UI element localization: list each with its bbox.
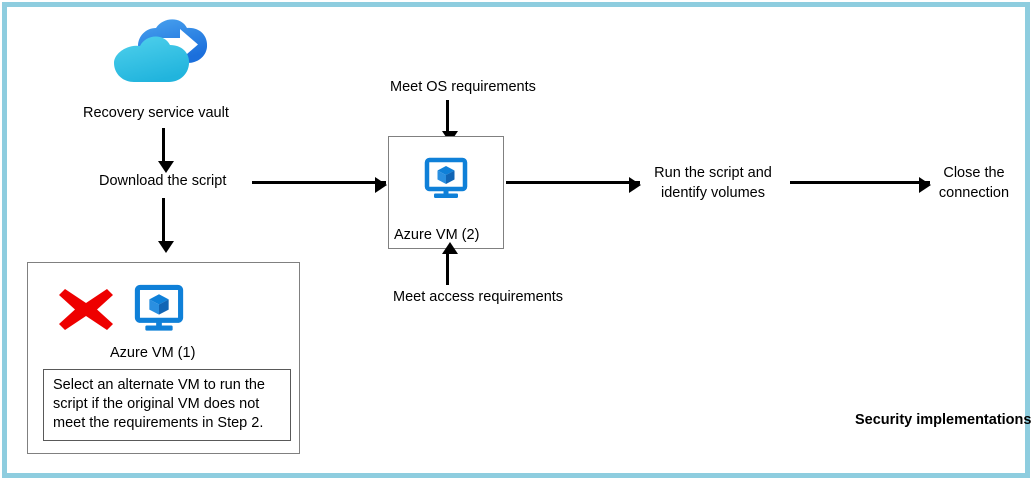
download-script-label: Download the script [99,173,227,189]
diagram-border [2,2,1030,478]
vault-label: Recovery service vault [83,105,229,121]
azure-vm-monitor-icon [134,284,184,334]
alternate-vm-note: Select an alternate VM to run the script… [43,369,291,441]
red-x-icon [57,287,115,332]
arrow-download-to-vm1 [158,198,174,253]
close-connection-line2: connection [938,185,1010,201]
arrow-vm2-to-run-script [506,177,641,193]
arrow-vault-to-download [158,128,174,173]
arrow-access-requirements-to-vm2 [442,242,458,285]
run-script-line2: identify volumes [661,185,765,201]
arrow-run-script-to-close-connection [790,177,931,193]
close-connection-line1: Close the [943,165,1005,181]
security-implementations-caption: Security implementations [855,412,1032,428]
azure-vm-1-label: Azure VM (1) [110,345,196,361]
os-requirements-label: Meet OS requirements [390,79,536,95]
azure-vm-monitor-icon [424,157,468,201]
recovery-services-vault-cloud-icon [112,16,212,96]
run-script-line1: Run the script and [654,165,772,181]
azure-vm-2-label: Azure VM (2) [394,227,480,243]
arrow-download-to-vm2 [252,177,387,193]
arrow-os-requirements-to-vm2 [442,100,458,143]
access-requirements-label: Meet access requirements [393,289,564,305]
